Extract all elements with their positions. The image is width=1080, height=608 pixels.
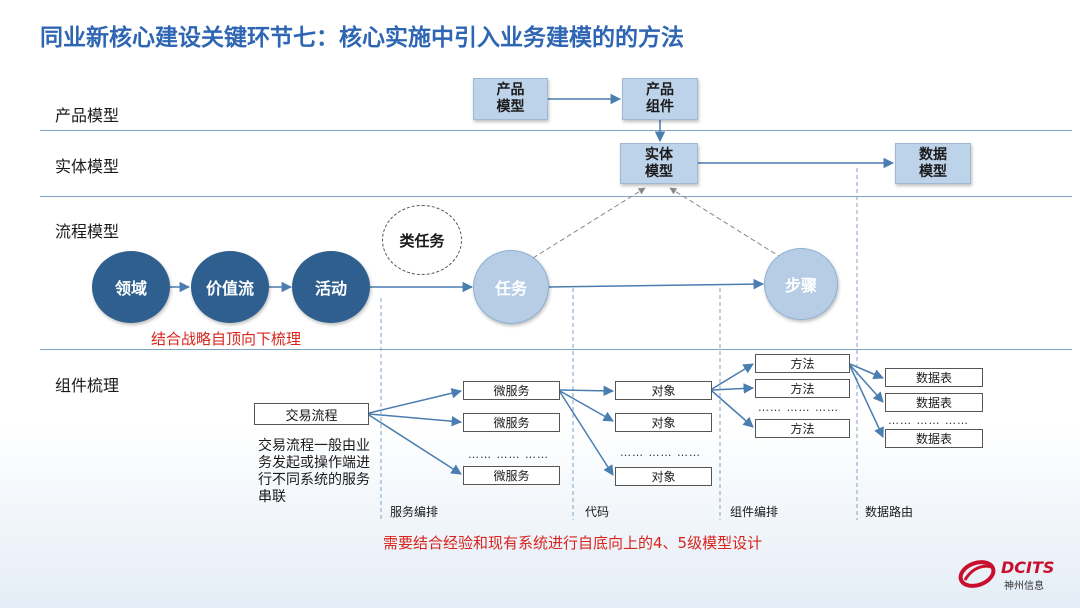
task-like-node: 类任务 — [382, 205, 462, 275]
trade-flow-box: 交易流程 — [254, 403, 369, 425]
data-table-box: 数据表 — [885, 368, 983, 387]
row-divider — [40, 349, 1072, 350]
ellipsis: …… …… …… — [888, 414, 969, 427]
section-label-service: 服务编排 — [390, 505, 439, 519]
section-label-component: 组件编排 — [730, 505, 779, 519]
product-component-box: 产品 组件 — [622, 78, 698, 120]
microservice-box: 微服务 — [463, 413, 560, 432]
data-table-box: 数据表 — [885, 429, 983, 448]
microservice-box: 微服务 — [463, 466, 560, 485]
row-divider — [40, 196, 1072, 197]
product-model-box: 产品 模型 — [473, 78, 548, 120]
page-title: 同业新核心建设关键环节七：核心实施中引入业务建模的的方法 — [40, 25, 684, 51]
method-box: 方法 — [755, 419, 850, 438]
microservice-box: 微服务 — [463, 381, 560, 400]
logo-brand: DCITS — [1001, 558, 1055, 577]
entity-model-box: 实体 模型 — [620, 143, 698, 184]
section-label-routing: 数据路由 — [865, 505, 914, 519]
row-divider — [40, 130, 1072, 131]
value-stream-node: 价值流 — [191, 251, 269, 323]
object-box: 对象 — [615, 381, 712, 400]
step-node: 步骤 — [764, 248, 838, 320]
object-box: 对象 — [615, 413, 712, 432]
task-node: 任务 — [473, 250, 549, 324]
ellipsis: …… …… …… — [620, 446, 701, 459]
section-label-code: 代码 — [585, 505, 610, 519]
method-box: 方法 — [755, 354, 850, 373]
top-down-note: 结合战略自顶向下梳理 — [151, 330, 302, 348]
trade-flow-description: 交易流程一般由业务发起或操作端进行不同系统的服务串联 — [258, 438, 370, 505]
bottom-up-note: 需要结合经验和现有系统进行自底向上的4、5级模型设计 — [383, 534, 763, 552]
row-label-entity: 实体模型 — [55, 157, 120, 176]
ellipsis: …… …… …… — [758, 401, 839, 414]
logo-subtitle: 神州信息 — [1004, 581, 1044, 592]
row-label-process: 流程模型 — [55, 222, 120, 241]
data-table-box: 数据表 — [885, 393, 983, 412]
dcits-logo: DCITS 神州信息 — [957, 556, 1057, 592]
method-box: 方法 — [755, 379, 850, 398]
domain-node: 领域 — [92, 251, 170, 323]
row-label-product: 产品模型 — [55, 106, 120, 125]
row-label-component: 组件梳理 — [55, 376, 120, 395]
data-model-box: 数据 模型 — [895, 143, 971, 184]
logo-swirl-icon — [958, 560, 996, 588]
object-box: 对象 — [615, 467, 712, 486]
ellipsis: …… …… …… — [468, 448, 549, 461]
activity-node: 活动 — [292, 251, 370, 323]
